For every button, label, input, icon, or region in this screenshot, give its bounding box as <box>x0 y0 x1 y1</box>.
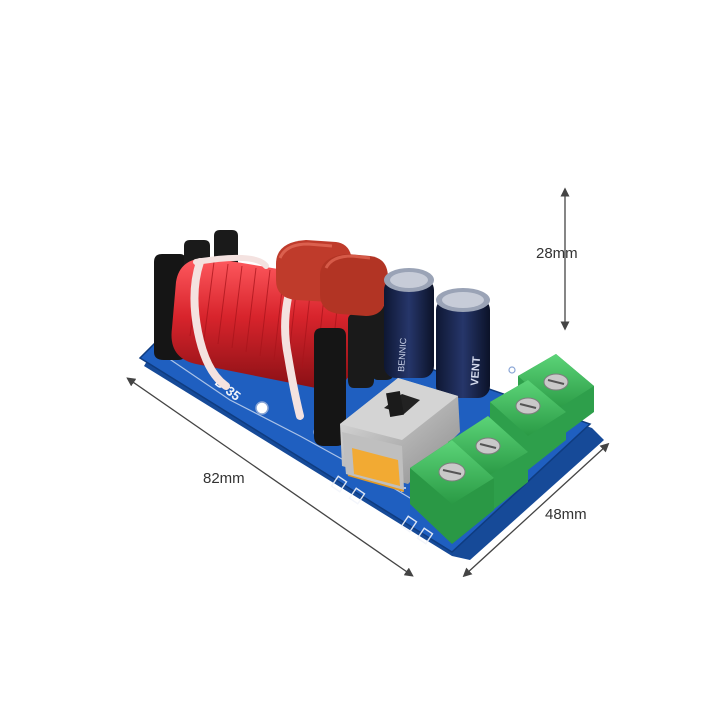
width-dimension-line <box>462 442 610 578</box>
electrolytic-capacitor: VENT <box>436 288 490 398</box>
cable-tie <box>190 258 230 390</box>
capacitor-label: BENNIC <box>396 337 408 372</box>
mounting-hole <box>255 401 269 415</box>
capacitor-label: VENT <box>469 356 483 386</box>
length-dimension-line <box>126 377 414 577</box>
width-dimension-label: 48mm <box>545 506 587 523</box>
mounting-hole <box>508 366 516 374</box>
electrolytic-capacitor: BENNIC <box>384 268 434 378</box>
film-capacitors <box>276 240 388 316</box>
length-dimension-label: 82mm <box>203 470 245 487</box>
height-dimension-label: 28mm <box>536 245 578 262</box>
